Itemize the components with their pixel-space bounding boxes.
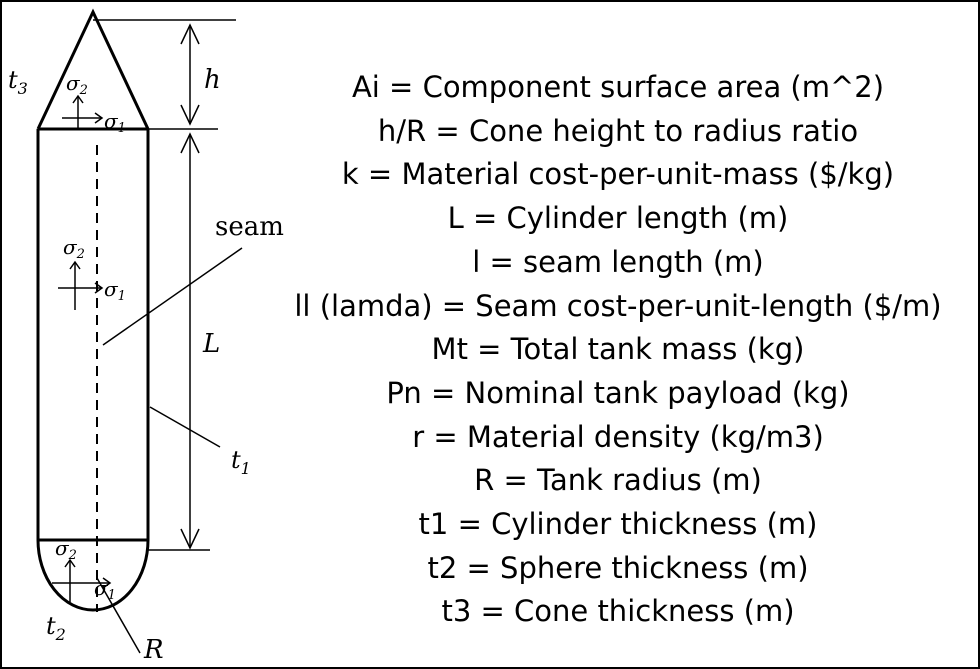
legend-line-l: l = seam length (m) <box>472 244 764 279</box>
h-arrow-top <box>180 23 200 45</box>
label-sigma2-cylinder: σ2 <box>63 235 85 262</box>
seam-leader <box>102 247 243 346</box>
cyl-stress-arrowhead-up <box>69 260 81 270</box>
L-arrow-bottom <box>180 528 200 550</box>
legend-line-pn: Pn = Nominal tank payload (kg) <box>386 375 850 410</box>
cone-stress-arrowhead <box>94 112 104 124</box>
diagram-labels: t3 h seam L t1 t2 R σ2 σ1 σ2 σ1 σ2 σ1 <box>8 65 284 665</box>
label-t2: t2 <box>46 612 66 644</box>
label-L: L <box>202 329 220 359</box>
label-sigma1-hemisphere: σ1 <box>94 576 116 603</box>
label-sigma1-cylinder: σ1 <box>104 277 126 304</box>
label-h: h <box>204 65 221 95</box>
legend-line-k: k = Material cost-per-unit-mass ($/kg) <box>341 157 895 192</box>
label-seam: seam <box>215 212 284 242</box>
legend-line-lamda: ll (lamda) = Seam cost-per-unit-length (… <box>294 288 942 323</box>
legend-line-mt: Mt = Total tank mass (kg) <box>431 332 805 367</box>
label-sigma1-cone: σ1 <box>104 109 126 136</box>
cyl-stress-arrowhead <box>94 282 104 294</box>
h-arrow-bottom <box>180 104 200 126</box>
stress-markers <box>52 94 112 602</box>
legend-line-h-r: h/R = Cone height to radius ratio <box>377 113 859 148</box>
label-R: R <box>143 635 164 665</box>
hemisphere-shape <box>36 539 150 612</box>
label-t3: t3 <box>8 66 28 98</box>
tank-outline <box>36 8 150 612</box>
cone-stress-arrowhead-up <box>72 94 84 104</box>
hemi-stress-arrowhead-up <box>64 558 76 568</box>
legend-line-ai: Ai = Component surface area (m^2) <box>351 70 885 104</box>
label-sigma2-cone: σ2 <box>66 71 88 98</box>
legend-line-t3: t3 = Cone thickness (m) <box>441 594 795 629</box>
legend-line-R-radius: R = Tank radius (m) <box>474 463 762 498</box>
legend-line-t1: t1 = Cylinder thickness (m) <box>418 507 818 542</box>
legend-line-t2: t2 = Sphere thickness (m) <box>427 550 809 585</box>
cone-shape <box>36 8 150 130</box>
variable-legend: Ai = Component surface area (m^2) h/R = … <box>270 66 966 634</box>
t1-leader <box>149 406 221 448</box>
hemi-stress-arrowhead <box>102 577 112 589</box>
legend-line-r-density: r = Material density (kg/m3) <box>412 419 824 454</box>
label-t1: t1 <box>231 446 251 478</box>
L-arrow-top <box>180 132 200 154</box>
legend-line-L: L = Cylinder length (m) <box>447 201 789 236</box>
R-leader <box>96 577 141 654</box>
dimension-lines <box>93 19 243 654</box>
